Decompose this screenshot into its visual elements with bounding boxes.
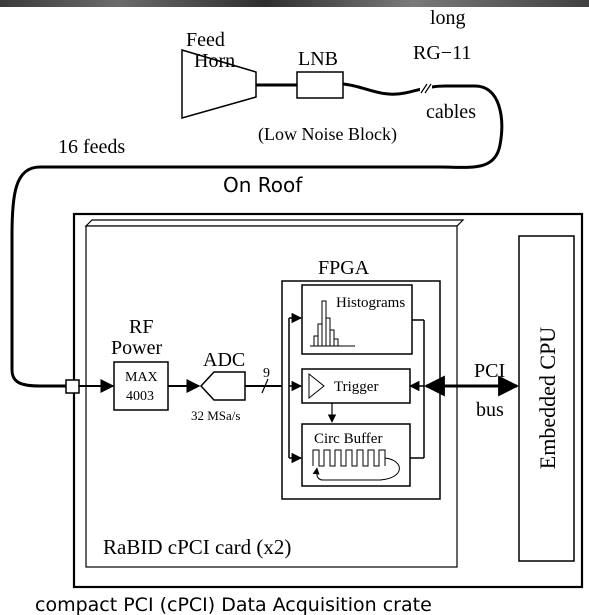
fpga-label: FPGA xyxy=(318,257,370,279)
crate-caption: compact PCI (cPCI) Data Acquisition crat… xyxy=(35,594,432,615)
feed-horn-label-line2: Horn xyxy=(194,50,235,72)
lnb-caption: (Low Noise Block) xyxy=(258,124,397,145)
cable-break-mark xyxy=(420,83,432,94)
photo-strip xyxy=(0,0,589,7)
card-3d-back xyxy=(84,219,465,227)
cables-label: cables xyxy=(426,101,476,123)
histograms-label: Histograms xyxy=(336,295,405,311)
power-label: Power xyxy=(111,337,162,359)
card-label: RaBID cPCI card (x2) xyxy=(103,535,291,559)
embedded-cpu-label: Embedded CPU xyxy=(535,327,560,469)
histograms-box xyxy=(301,284,413,355)
long-label: long xyxy=(430,7,466,29)
bus-width-label: 9 xyxy=(263,366,270,381)
trigger-icon xyxy=(308,372,325,400)
circ-buffer-box xyxy=(301,423,411,487)
rf-label: RF xyxy=(129,316,153,338)
embedded-cpu-box xyxy=(518,235,575,562)
feed-horn xyxy=(181,48,257,119)
circ-buffer-label: Circ Buffer xyxy=(314,431,382,447)
max-label: MAX xyxy=(125,370,158,385)
trigger-label: Trigger xyxy=(334,379,378,395)
buffer-loop-arrow xyxy=(312,457,400,481)
bus-width-slash xyxy=(261,378,269,394)
adc-label: ADC xyxy=(203,349,245,371)
lnb-label: LNB xyxy=(298,48,338,70)
feed-horn-label-line1: Feed xyxy=(186,29,225,51)
on-roof-label: On Roof xyxy=(223,173,303,197)
histogram-icon xyxy=(310,300,355,347)
adc-rate-label: 32 MSa/s xyxy=(191,408,240,423)
feeds-label: 16 feeds xyxy=(58,136,125,158)
rg11-label: RG−11 xyxy=(413,42,471,64)
buffer-cells-icon xyxy=(312,449,386,467)
max-number-label: 4003 xyxy=(126,389,154,404)
feed-cable xyxy=(10,82,504,388)
input-connector xyxy=(65,379,80,394)
pci-label: PCI xyxy=(474,360,505,382)
bus-label: bus xyxy=(476,399,504,421)
lnb-box xyxy=(296,71,344,99)
